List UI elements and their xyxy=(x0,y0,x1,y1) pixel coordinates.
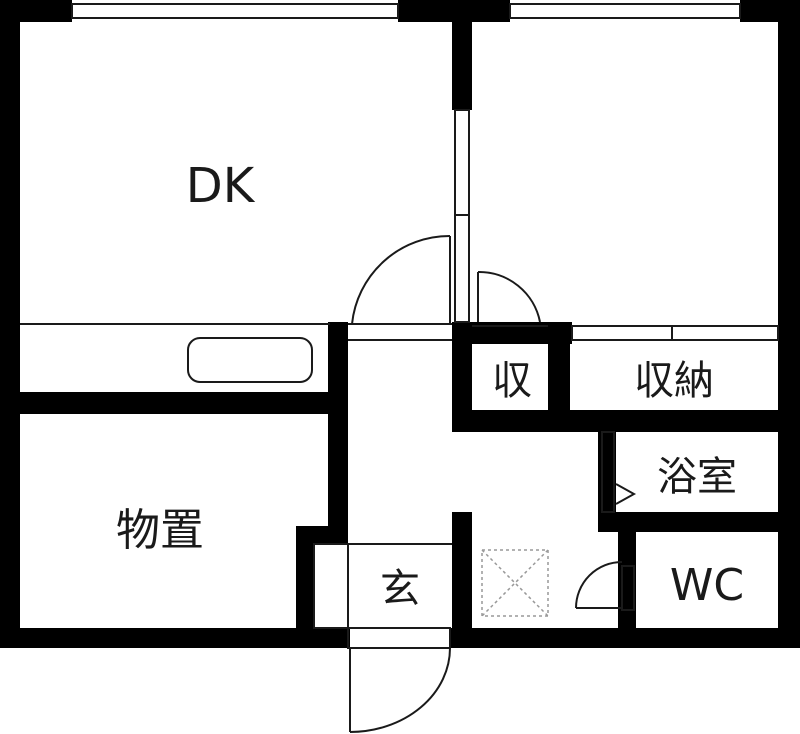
windows xyxy=(71,3,741,19)
openings xyxy=(313,323,779,649)
label-genkan: 玄 xyxy=(380,566,420,612)
walls xyxy=(0,0,800,648)
wall-wc-left xyxy=(618,512,636,648)
label-yokushitsu: 浴室 xyxy=(657,454,737,500)
room-labels: DK 収 収納 浴室 WC 物置 玄 xyxy=(116,158,744,612)
sink xyxy=(187,337,313,383)
label-shu: 収 xyxy=(492,358,532,404)
wall-shuno-bottom xyxy=(452,410,800,432)
kitchen-counter xyxy=(20,323,330,383)
wall-center-top xyxy=(452,0,472,110)
bath-door-panel xyxy=(601,431,615,513)
wc-door-arc xyxy=(575,561,623,609)
wall-entrance-left xyxy=(296,526,314,648)
wall-right xyxy=(778,0,800,648)
washer-box xyxy=(481,549,549,617)
wc-door-panel xyxy=(621,565,635,611)
wall-left xyxy=(0,0,20,648)
room-door-arc xyxy=(477,270,541,323)
window-room xyxy=(509,3,741,19)
wall-hall-stub xyxy=(452,512,472,648)
wall-dk-bottom xyxy=(0,392,344,414)
dk-door-arc xyxy=(351,234,451,325)
wall-bath-bottom xyxy=(598,512,800,532)
label-wc: WC xyxy=(670,560,744,611)
entrance-sill xyxy=(347,627,451,649)
wall-bottom-left xyxy=(0,628,350,648)
entrance-door-arc xyxy=(349,647,451,733)
bath-door-arrow xyxy=(615,483,637,505)
label-dk: DK xyxy=(186,158,256,214)
wall-corridor-left xyxy=(328,322,348,528)
label-shuno: 収納 xyxy=(634,358,714,404)
window-dk xyxy=(71,3,399,19)
washer-space xyxy=(481,549,549,617)
label-monooki: 物置 xyxy=(116,505,204,556)
shuno-door-track xyxy=(571,325,779,341)
door-swings xyxy=(349,234,623,733)
wall-center-lower xyxy=(452,322,472,432)
wall-shu-divider xyxy=(548,322,570,432)
sliding-door-center xyxy=(454,109,470,323)
wall-shu-top xyxy=(452,322,572,344)
